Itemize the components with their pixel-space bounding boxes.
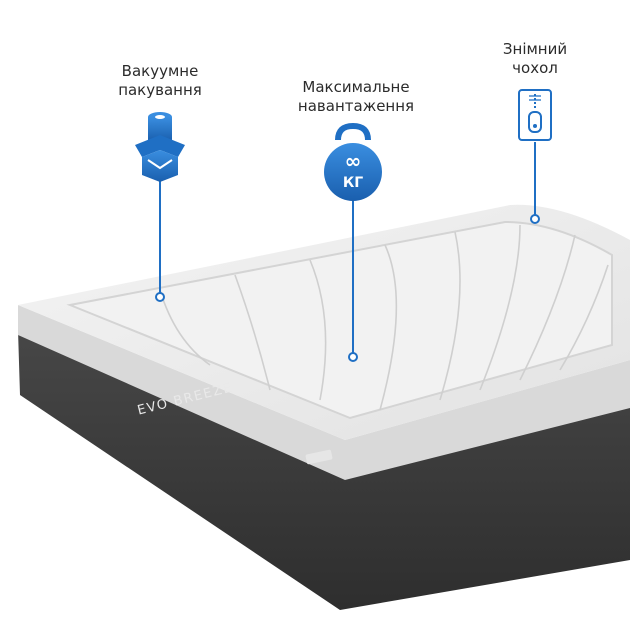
removable-cover-zipper-icon	[518, 89, 552, 141]
mattress-top-side	[18, 305, 630, 480]
feature-label-vacuum-packaging: Вакуумне пакування	[118, 62, 202, 99]
feature-label-removable-cover: Знімний чохол	[502, 40, 568, 77]
weight-unit-label: КГ	[342, 175, 364, 191]
infinity-symbol: ∞	[344, 149, 362, 173]
leader-lines	[159, 142, 536, 356]
leader-dots	[155, 214, 540, 362]
mattress	[18, 204, 630, 610]
max-load-weight-icon	[324, 122, 382, 201]
quilt-panel	[66, 220, 613, 420]
mattress-tag	[305, 449, 333, 465]
feature-label-max-load: Максимальне навантаження	[297, 78, 415, 115]
vacuum-package-icon	[135, 112, 185, 182]
